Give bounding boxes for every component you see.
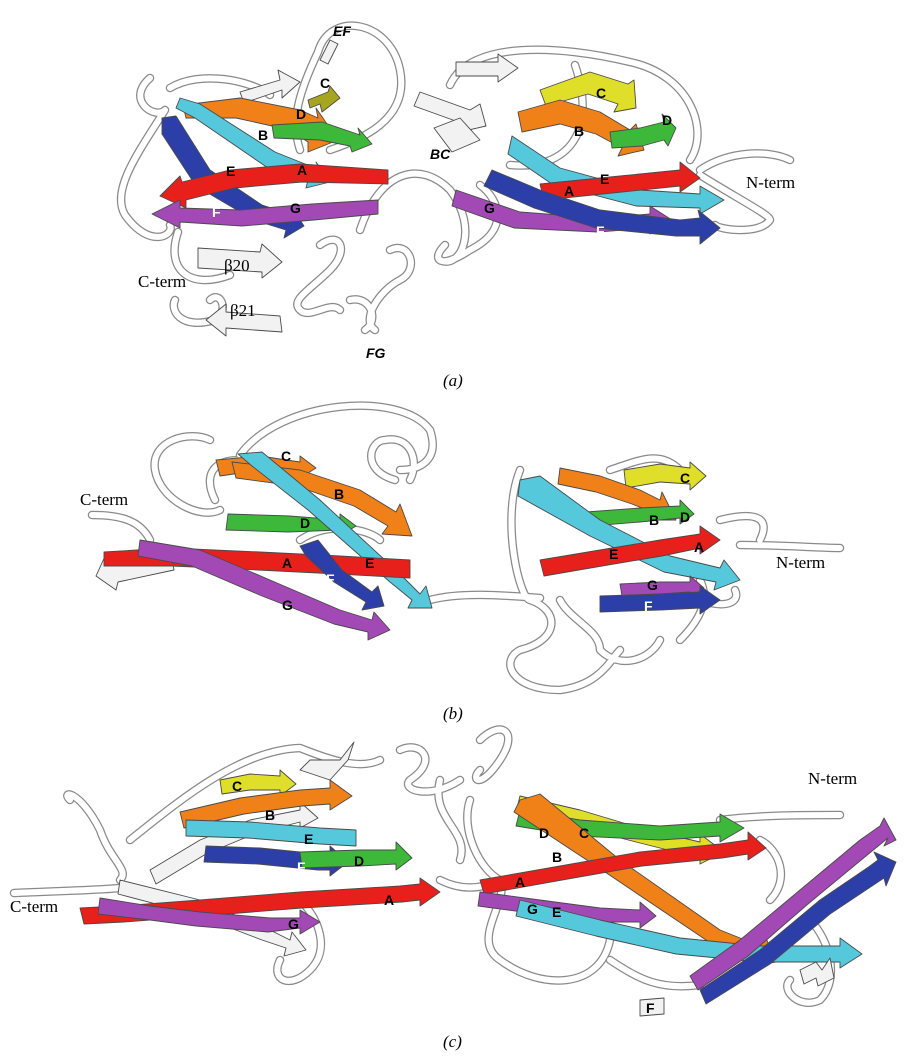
- panel-a-loop-label-fg: FG: [366, 345, 386, 361]
- panel-a-strand-label: G: [290, 200, 301, 216]
- panel-c: C-term N-term C B E F D A G D C B A G E …: [10, 730, 896, 1051]
- panel-a-label-beta20: β20: [224, 256, 250, 275]
- panel-c-strand-label: D: [539, 825, 549, 841]
- panel-b-strand-label: B: [334, 486, 344, 502]
- panel-c-strand-label: A: [384, 892, 394, 908]
- panel-c-strand-label: E: [552, 904, 561, 920]
- panel-b-caption: (b): [443, 704, 463, 723]
- panel-b: C-term N-term C B D E A F G C B D E A G …: [80, 406, 840, 723]
- panel-a-strand-label: A: [564, 183, 574, 199]
- panel-c-strand-label: C: [579, 825, 589, 841]
- panel-a-strand-label: F: [596, 223, 605, 239]
- panel-c-strand-label: D: [354, 853, 364, 869]
- panel-a-caption: (a): [443, 371, 463, 390]
- panel-c-strand-label: E: [304, 831, 313, 847]
- panel-a-strand-label: D: [296, 106, 306, 122]
- panel-b-strand-label: E: [365, 555, 374, 571]
- panel-c-strand-label: C: [232, 778, 242, 794]
- panel-b-strand-label: D: [300, 515, 310, 531]
- panel-a: EF BC FG C-term N-term β20 β21 A B C D E…: [121, 23, 795, 390]
- panel-a-strand-label: D: [662, 112, 672, 128]
- panel-b-strand-label: C: [281, 448, 291, 464]
- panel-b-strand-label: G: [282, 597, 293, 613]
- panel-b-strand-label: A: [282, 555, 292, 571]
- panel-b-strand-C-right: [624, 462, 706, 490]
- panel-c-strand-label: B: [552, 849, 562, 865]
- panel-b-strand-label: C: [680, 470, 690, 486]
- panel-c-label-n-term: N-term: [808, 769, 857, 788]
- panel-a-strand-label: F: [212, 204, 221, 220]
- panel-a-strand-D: [272, 122, 372, 152]
- panel-c-label-c-term: C-term: [10, 897, 58, 916]
- panel-b-strand-label: F: [644, 598, 653, 614]
- panel-b-strand-label: F: [326, 571, 335, 587]
- panel-b-coils: [92, 406, 840, 690]
- panel-c-strand-blue-far: [700, 852, 896, 1004]
- panel-a-strand-label: B: [574, 123, 584, 139]
- panel-a-strand-label: C: [596, 85, 606, 101]
- panel-a-label-n-term: N-term: [746, 173, 795, 192]
- panel-c-strand-label: B: [265, 807, 275, 823]
- panel-a-strand-label: A: [297, 162, 307, 178]
- panel-c-strand-label: F: [297, 859, 306, 875]
- panel-a-label-c-term: C-term: [138, 272, 186, 291]
- panel-a-strand-label: B: [258, 127, 268, 143]
- panel-b-strand-label: E: [609, 546, 618, 562]
- panel-a-strand-label: G: [484, 200, 495, 216]
- panel-a-loop-label-bc: BC: [430, 146, 451, 162]
- panel-a-strand-label: C: [320, 75, 330, 91]
- panel-b-strand-label: B: [649, 512, 659, 528]
- panel-a-loop-label-ef: EF: [333, 23, 351, 39]
- panel-b-label-c-term: C-term: [80, 490, 128, 509]
- panel-a-strand-label: E: [600, 171, 609, 187]
- panel-c-strand-label: F: [646, 1000, 655, 1016]
- panel-a-strand-label: E: [226, 163, 235, 179]
- panel-c-strand-label: G: [288, 916, 299, 932]
- panel-c-caption: (c): [443, 1032, 462, 1051]
- panel-a-label-beta21: β21: [230, 301, 256, 320]
- panel-b-strand-label: D: [680, 509, 690, 525]
- panel-b-strand-label: G: [647, 577, 658, 593]
- panel-b-strand-label: A: [694, 539, 704, 555]
- panel-c-strand-label: G: [527, 901, 538, 917]
- panel-c-strand-label: A: [515, 874, 525, 890]
- panel-b-label-n-term: N-term: [776, 553, 825, 572]
